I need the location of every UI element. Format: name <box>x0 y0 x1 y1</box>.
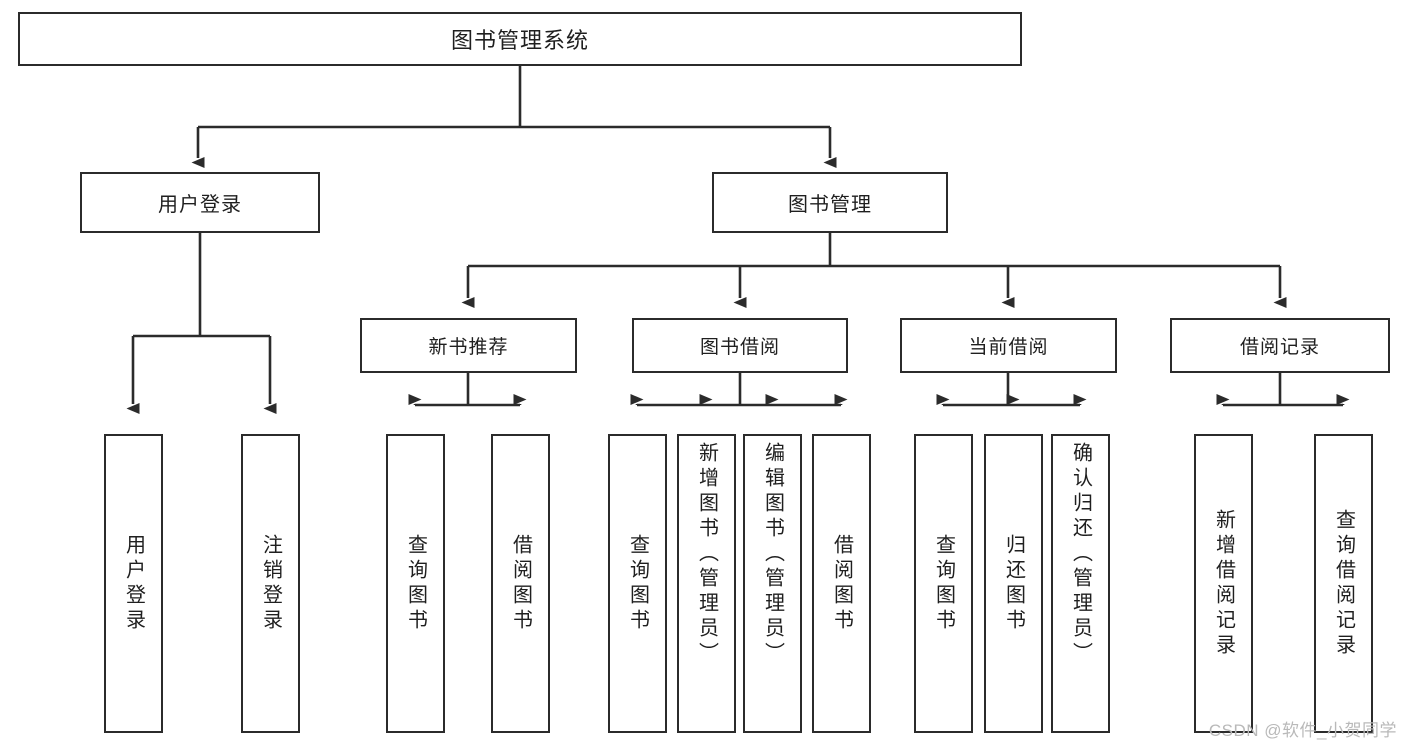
leaf-query-book-recommend-label: 查询图书 <box>404 533 427 634</box>
leaf-query-borrow-record[interactable]: 查询借阅记录 <box>1314 434 1373 733</box>
node-book-management-label: 图书管理 <box>788 194 872 216</box>
node-user-login[interactable]: 用户登录 <box>80 172 320 233</box>
node-book-borrow[interactable]: 图书借阅 <box>632 318 848 373</box>
leaf-query-book-borrow-label: 查询图书 <box>626 533 649 634</box>
node-book-management[interactable]: 图书管理 <box>712 172 948 233</box>
leaf-user-logout[interactable]: 注销登录 <box>241 434 300 733</box>
node-root-label: 图书管理系统 <box>450 28 589 53</box>
node-borrow-records-label: 借阅记录 <box>1239 337 1320 358</box>
leaf-add-borrow-record-label: 新增借阅记录 <box>1212 508 1235 659</box>
leaf-confirm-return-admin[interactable]: 确认归还（管理员） <box>1051 434 1110 733</box>
node-current-borrow[interactable]: 当前借阅 <box>900 318 1117 373</box>
leaf-query-borrow-record-label: 查询借阅记录 <box>1332 508 1355 659</box>
leaf-return-book[interactable]: 归还图书 <box>984 434 1043 733</box>
node-current-borrow-label: 当前借阅 <box>968 337 1049 358</box>
node-book-borrow-label: 图书借阅 <box>699 337 780 358</box>
leaf-borrow-book-recommend[interactable]: 借阅图书 <box>491 434 550 733</box>
leaf-borrow-book-label: 借阅图书 <box>830 533 853 634</box>
leaf-query-book-borrow[interactable]: 查询图书 <box>608 434 667 733</box>
leaf-query-book-current-label: 查询图书 <box>932 533 955 634</box>
node-new-book-recommend-label: 新书推荐 <box>428 337 509 358</box>
leaf-user-login[interactable]: 用户登录 <box>104 434 163 733</box>
leaf-edit-book-admin[interactable]: 编辑图书（管理员） <box>743 434 802 733</box>
node-borrow-records[interactable]: 借阅记录 <box>1170 318 1390 373</box>
leaf-return-book-label: 归还图书 <box>1002 533 1025 634</box>
leaf-borrow-book-recommend-label: 借阅图书 <box>509 533 532 634</box>
node-root[interactable]: 图书管理系统 <box>18 12 1022 66</box>
node-user-login-label: 用户登录 <box>158 194 242 216</box>
leaf-edit-book-admin-label: 编辑图书（管理员） <box>761 442 784 667</box>
csdn-watermark: CSDN @软件_小贺同学 <box>1208 721 1397 740</box>
leaf-query-book-recommend[interactable]: 查询图书 <box>386 434 445 733</box>
leaf-user-login-label: 用户登录 <box>122 533 145 634</box>
leaf-add-borrow-record[interactable]: 新增借阅记录 <box>1194 434 1253 733</box>
leaf-add-book-admin-label: 新增图书（管理员） <box>695 442 718 667</box>
leaf-confirm-return-admin-label: 确认归还（管理员） <box>1069 442 1092 667</box>
leaf-add-book-admin[interactable]: 新增图书（管理员） <box>677 434 736 733</box>
leaf-borrow-book[interactable]: 借阅图书 <box>812 434 871 733</box>
node-new-book-recommend[interactable]: 新书推荐 <box>360 318 577 373</box>
leaf-query-book-current[interactable]: 查询图书 <box>914 434 973 733</box>
leaf-user-logout-label: 注销登录 <box>259 533 282 634</box>
